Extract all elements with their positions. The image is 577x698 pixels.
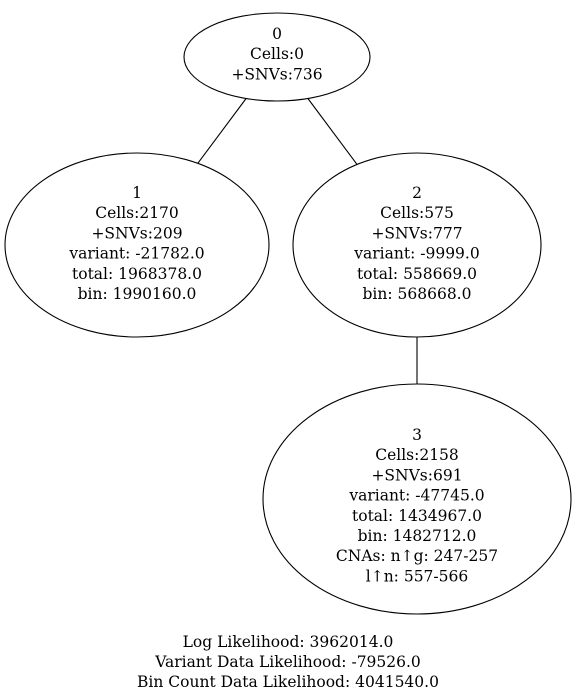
edges-layer	[197, 98, 418, 384]
node-1-line-2: +SNVs:209	[91, 224, 182, 242]
node-3-line-6: CNAs: n↑g: 247-257	[336, 547, 498, 565]
node-1-line-1: Cells:2170	[95, 204, 179, 222]
node-2-line-2: +SNVs:777	[371, 224, 462, 242]
node-3-line-1: Cells:2158	[375, 446, 459, 464]
node-3-line-3: variant: -47745.0	[348, 487, 484, 505]
edge-0-2	[307, 98, 358, 165]
node-ellipse-3	[262, 383, 572, 615]
bin-count-likelihood-label: Bin Count Data Likelihood: 4041540.0	[137, 673, 439, 691]
node-ellipse-1	[4, 152, 270, 338]
node-0-line-0: 0	[272, 25, 282, 43]
node-2-line-5: bin: 568668.0	[363, 285, 472, 303]
node-3-line-7: l↑n: 557-566	[366, 567, 468, 585]
node-3-line-4: total: 1434967.0	[352, 507, 482, 525]
likelihood-footer: Log Likelihood: 3962014.0 Variant Data L…	[137, 633, 439, 691]
node-1-line-4: total: 1968378.0	[72, 265, 202, 283]
node-2-line-3: variant: -9999.0	[353, 245, 479, 263]
node-2-line-4: total: 558669.0	[357, 265, 477, 283]
node-ellipse-2	[292, 152, 542, 338]
node-3-line-0: 3	[412, 426, 422, 444]
node-1-line-5: bin: 1990160.0	[78, 285, 197, 303]
node-1-line-3: variant: -21782.0	[68, 245, 204, 263]
node-0-line-2: +SNVs:736	[231, 65, 322, 83]
variant-likelihood-label: Variant Data Likelihood: -79526.0	[154, 653, 421, 671]
edge-0-1	[197, 98, 247, 164]
node-3-line-2: +SNVs:691	[371, 466, 462, 484]
node-1-line-0: 1	[132, 184, 142, 202]
log-likelihood-label: Log Likelihood: 3962014.0	[183, 633, 394, 651]
node-2-line-0: 2	[412, 184, 422, 202]
node-ellipse-0	[183, 12, 371, 102]
node-2-line-1: Cells:575	[380, 204, 454, 222]
node-0-line-1: Cells:0	[250, 45, 304, 63]
node-3-line-5: bin: 1482712.0	[358, 527, 477, 545]
